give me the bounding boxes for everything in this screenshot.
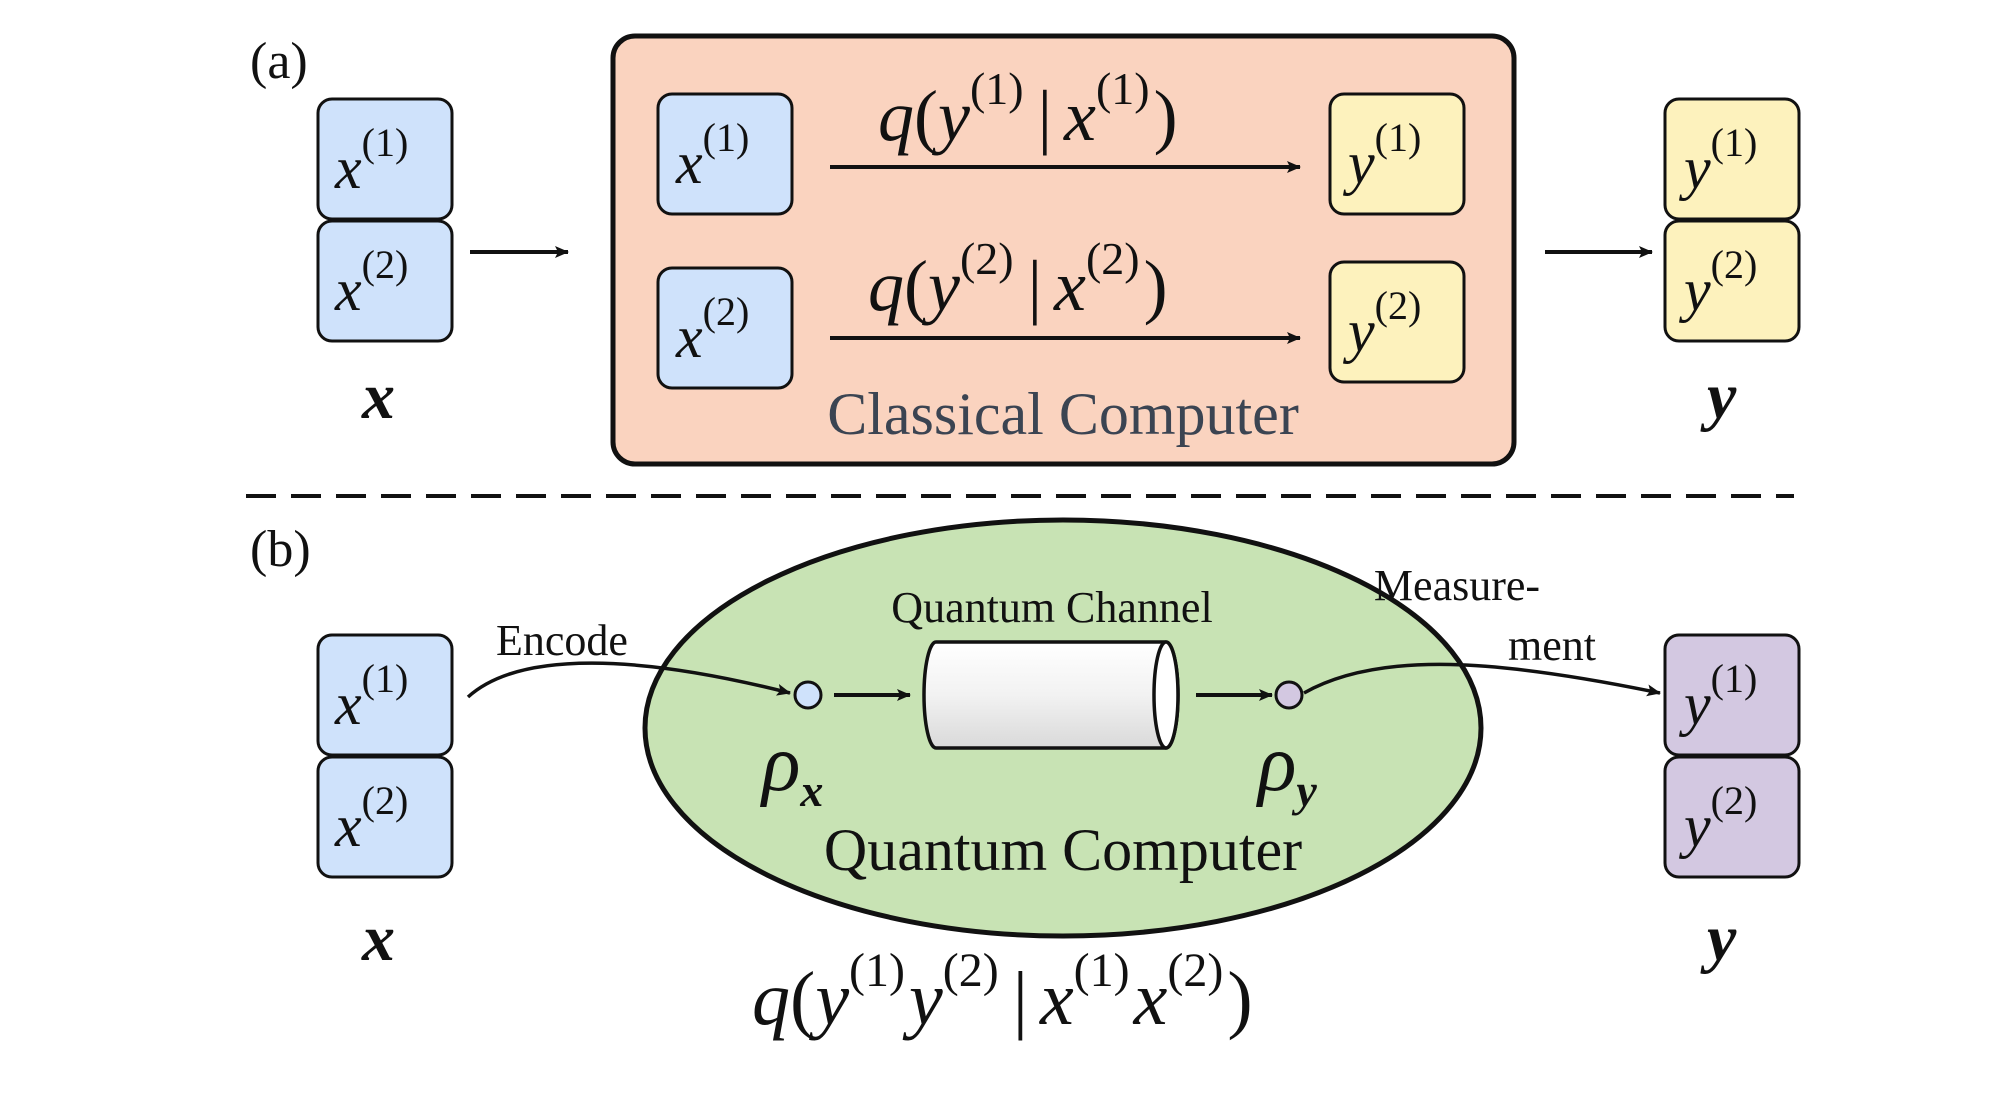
var-x: x <box>334 257 362 323</box>
index-label: (1) <box>362 120 409 165</box>
vector-x-label: x <box>361 902 395 975</box>
classical-computer-box <box>610 33 1517 467</box>
joint-conditional-formula: q(y(1)y(2)|x(1)x(2)) <box>752 944 1253 1041</box>
svg-text:y(1): y(1) <box>1678 120 1757 201</box>
conditional-formula-2: q(y(2)|x(2)) <box>868 233 1168 326</box>
var-y: y <box>1342 298 1375 364</box>
svg-text:x(1): x(1) <box>334 656 408 737</box>
svg-text:x(1): x(1) <box>675 115 749 196</box>
svg-text:x(1): x(1) <box>334 120 408 201</box>
encode-arrow <box>466 661 791 699</box>
input-cell-x2 <box>316 219 454 343</box>
index-label: (1) <box>703 115 750 160</box>
classical-computer: x(1) q(y(1)|x(1)) y(1) x(2) q(y(2)|x(2))… <box>610 33 1517 467</box>
encode-label: Encode <box>496 616 628 665</box>
vector-y-label: y <box>1700 360 1737 433</box>
panel-a-label: (a) <box>250 33 308 90</box>
index-label: (2) <box>362 778 409 823</box>
svg-text:y(1): y(1) <box>1678 656 1757 737</box>
input-cell-x1 <box>316 97 454 221</box>
classical-input-x2 <box>656 266 794 390</box>
output-cell-y1 <box>1663 97 1801 221</box>
svg-text:x(2): x(2) <box>334 778 408 859</box>
quantum-channel-label: Quantum Channel <box>891 583 1212 632</box>
var-y: y <box>1678 671 1711 737</box>
classical-computer-title: Classical Computer <box>827 381 1299 447</box>
quantum-channel-cylinder <box>922 640 1180 750</box>
var-x: x <box>334 793 362 859</box>
index-label: (1) <box>1375 115 1422 160</box>
measurement-label-line1: Measure- <box>1374 561 1540 610</box>
rho-x-state-dot <box>793 680 823 710</box>
var-x: x <box>675 304 703 370</box>
svg-text:y(1): y(1) <box>1342 115 1421 196</box>
classical-input-x1 <box>656 92 794 216</box>
index-label: (2) <box>1711 242 1758 287</box>
var-y: y <box>1342 130 1375 196</box>
var-y: y <box>1678 257 1711 323</box>
index-label: (2) <box>1375 283 1422 328</box>
panel-b-input-vector: x(1) x(2) x <box>316 633 454 975</box>
panel-b-output-vector: y(1) y(2) y <box>1663 633 1801 975</box>
rho-y-state-dot <box>1274 680 1304 710</box>
panel-b-label: (b) <box>250 521 311 578</box>
output-cell-y2 <box>1663 219 1801 343</box>
panel-a-input-vector: x(1) x(2) x <box>316 97 454 433</box>
output-cell-y2 <box>1663 755 1801 879</box>
vector-y-label: y <box>1700 902 1737 975</box>
input-cell-x1 <box>316 633 454 757</box>
var-x: x <box>334 671 362 737</box>
var-y: y <box>1678 793 1711 859</box>
index-label: (2) <box>362 242 409 287</box>
quantum-computer-title: Quantum Computer <box>824 817 1302 883</box>
vector-x-label: x <box>361 360 395 433</box>
index-label: (1) <box>362 656 409 701</box>
svg-text:x(2): x(2) <box>675 289 749 370</box>
index-label: (2) <box>703 289 750 334</box>
svg-text:y(2): y(2) <box>1342 283 1421 364</box>
measurement-arrow <box>1303 662 1661 697</box>
index-label: (1) <box>1711 120 1758 165</box>
classical-output-y2 <box>1328 260 1466 384</box>
conditional-formula-1: q(y(1)|x(1)) <box>878 63 1178 156</box>
classical-output-y1 <box>1328 92 1466 216</box>
panel-a-output-vector: y(1) y(2) y <box>1663 97 1801 433</box>
var-y: y <box>1678 135 1711 201</box>
input-cell-x2 <box>316 755 454 879</box>
index-label: (2) <box>1711 778 1758 823</box>
svg-text:y(2): y(2) <box>1678 778 1757 859</box>
index-label: (1) <box>1711 656 1758 701</box>
rho-y-label: ρy <box>1255 720 1317 816</box>
svg-text:x(2): x(2) <box>334 242 408 323</box>
rho-x-label: ρx <box>759 720 823 816</box>
svg-text:y(2): y(2) <box>1678 242 1757 323</box>
var-x: x <box>334 135 362 201</box>
var-x: x <box>675 130 703 196</box>
measurement-label-line2: ment <box>1508 621 1596 670</box>
output-cell-y1 <box>1663 633 1801 757</box>
